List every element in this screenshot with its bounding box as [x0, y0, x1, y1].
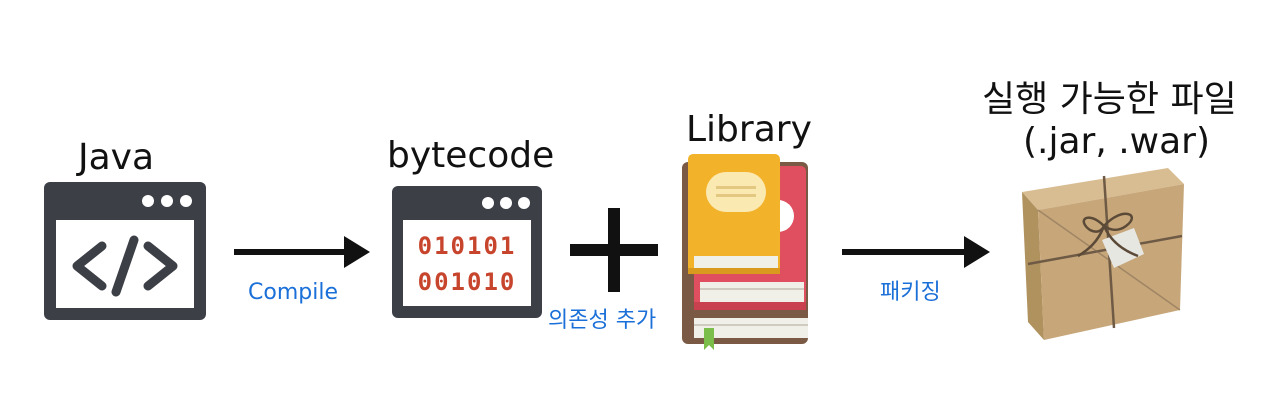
bytecode-label: bytecode: [387, 135, 555, 176]
code-window-icon: [44, 182, 206, 320]
binary-window-icon: [392, 186, 542, 318]
packaging-edge-label: 패키징: [880, 280, 941, 305]
output-label-line2: (.jar, .war): [1023, 121, 1211, 162]
binary-line-2: 001010: [417, 268, 517, 296]
compile-edge-label: Compile: [248, 280, 338, 305]
compile-arrow: [234, 236, 370, 268]
output-label-line1: 실행 가능한 파일: [982, 79, 1237, 120]
binary-window: 010101 001010: [392, 186, 542, 318]
dependency-edge-label: 의존성 추가: [548, 308, 657, 333]
books-icon: [682, 154, 808, 350]
library-label: Library: [686, 109, 812, 150]
plus-icon: [570, 208, 658, 292]
java-label: Java: [78, 137, 155, 178]
binary-line-1: 010101: [417, 232, 517, 260]
package-box-icon: [1022, 168, 1184, 340]
packaging-arrow: [842, 236, 990, 268]
